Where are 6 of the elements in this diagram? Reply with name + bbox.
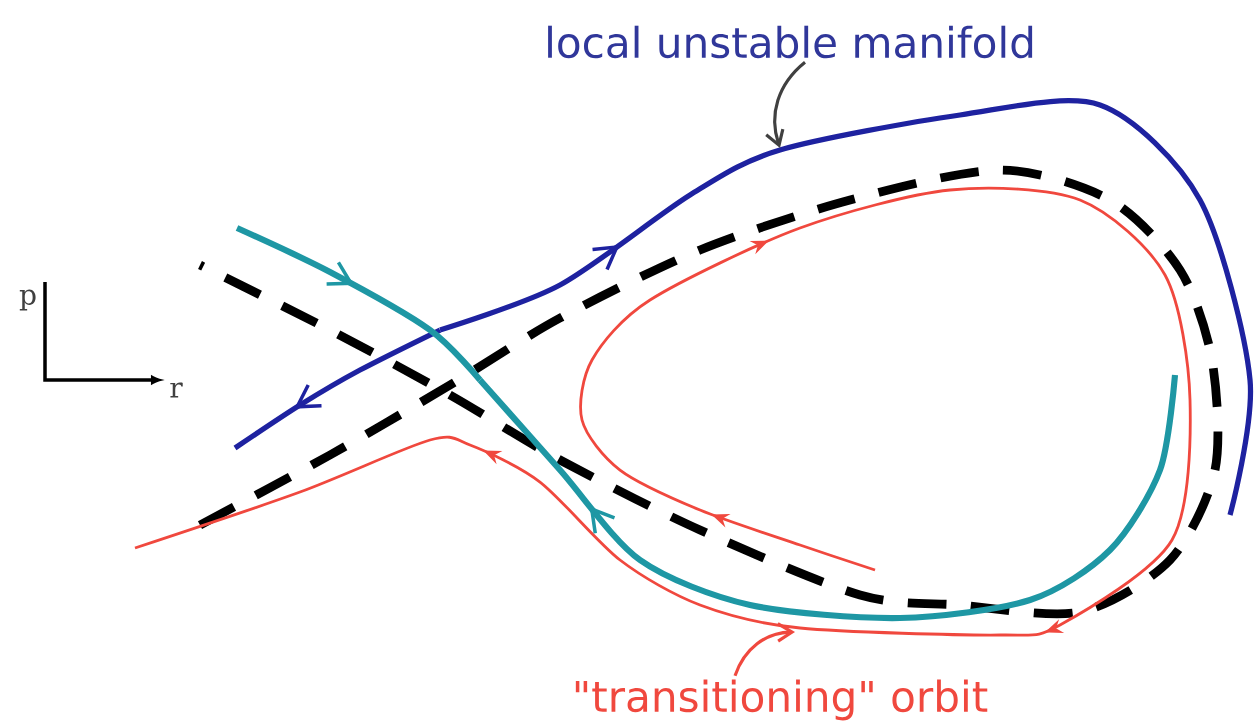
caption-text: local unstable manifold bbox=[548, 25, 1033, 59]
axis-label: p bbox=[19, 289, 36, 311]
leader-line bbox=[765, 61, 807, 148]
caption-text: "transitioning" orbit bbox=[575, 679, 988, 721]
leader-line bbox=[733, 622, 795, 677]
axis-label: r bbox=[170, 382, 183, 398]
